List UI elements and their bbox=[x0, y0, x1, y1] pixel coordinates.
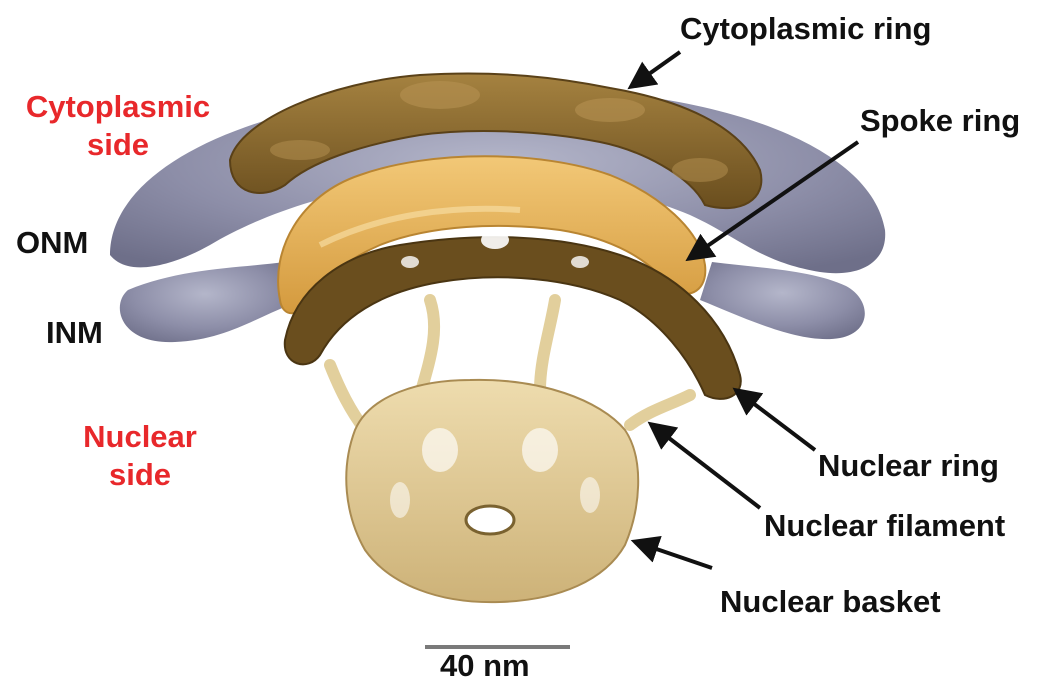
arrow-nuclear-basket bbox=[636, 542, 712, 568]
inner-nuclear-membrane bbox=[120, 262, 290, 342]
nuclear-basket-label: Nuclear basket bbox=[720, 583, 941, 621]
nuclear-side-label: Nuclear side bbox=[40, 418, 240, 494]
spoke-ring-label: Spoke ring bbox=[860, 102, 1020, 140]
inm-label: INM bbox=[46, 314, 103, 352]
cytoplasmic-ring-label: Cytoplasmic ring bbox=[680, 10, 932, 48]
nuclear-basket-structure bbox=[346, 380, 638, 602]
inner-nuclear-membrane-right bbox=[700, 262, 865, 339]
cytoplasmic-side-label-line2: side bbox=[8, 126, 228, 164]
arrow-nuclear-filament bbox=[652, 425, 760, 508]
nuclear-ring-label: Nuclear ring bbox=[818, 447, 999, 485]
cytoplasmic-side-label: Cytoplasmic side bbox=[8, 88, 228, 164]
arrow-nuclear-ring bbox=[737, 391, 815, 450]
nuclear-filament-label: Nuclear filament bbox=[764, 507, 1005, 545]
nuclear-side-label-line1: Nuclear bbox=[40, 418, 240, 456]
arrow-cytoplasmic-ring bbox=[632, 52, 680, 86]
cytoplasmic-side-label-line1: Cytoplasmic bbox=[8, 88, 228, 126]
nuclear-side-label-line2: side bbox=[40, 456, 240, 494]
scale-bar-label: 40 nm bbox=[440, 647, 530, 685]
onm-label: ONM bbox=[16, 224, 88, 262]
